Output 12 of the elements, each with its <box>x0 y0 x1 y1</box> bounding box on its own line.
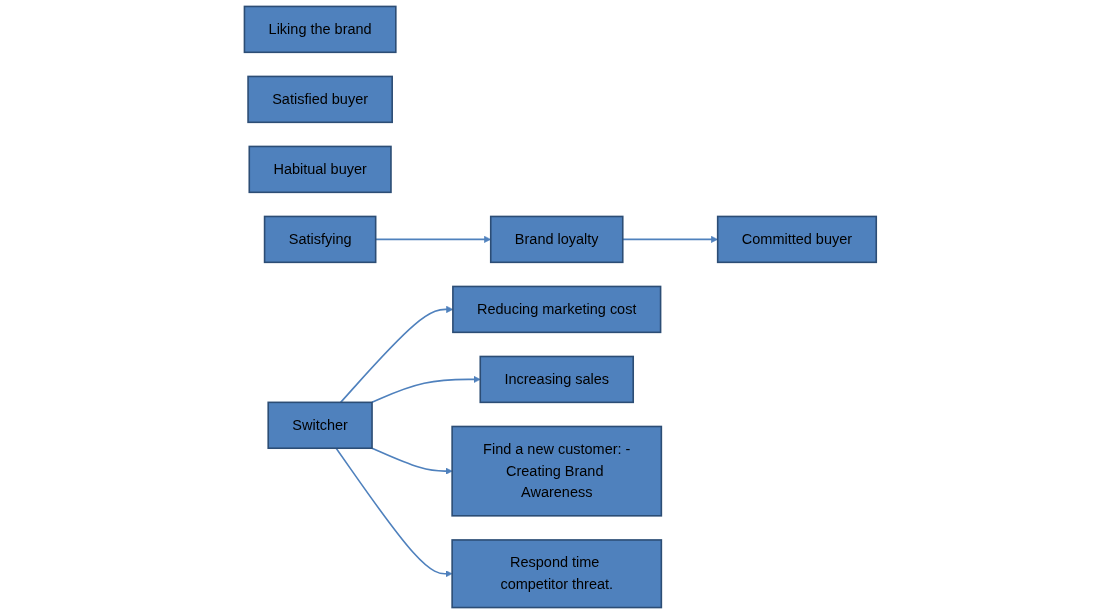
node-box: Respond time competitor threat. <box>450 539 662 609</box>
node-box: Habitual buyer <box>248 145 392 194</box>
node-box: Increasing sales <box>479 355 634 404</box>
node-box: Satisfying <box>263 215 377 264</box>
node-box: Reducing marketing cost <box>451 285 662 334</box>
node-box: Brand loyalty <box>489 215 624 264</box>
arrow <box>339 305 453 404</box>
node-box: Switcher <box>267 401 373 450</box>
node-box: Liking the brand <box>243 5 397 54</box>
node-box: Committed buyer <box>716 215 877 264</box>
node-box: Find a new customer: -Creating Brand Awareness <box>450 425 662 517</box>
node-box: Satisfied buyer <box>246 75 393 124</box>
